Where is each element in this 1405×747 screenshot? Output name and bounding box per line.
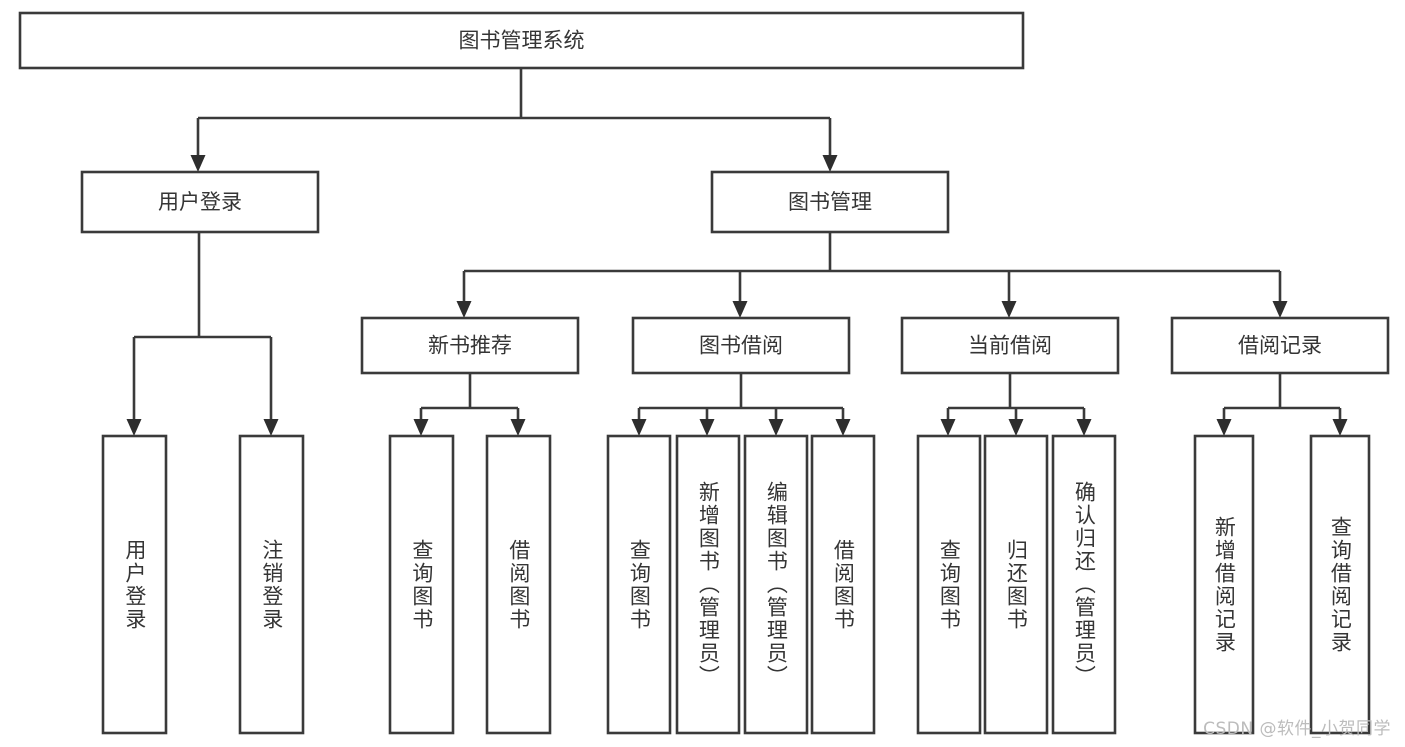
arrow-head-icon	[699, 419, 715, 436]
arrow-head-icon	[263, 419, 279, 436]
node-label-borrow-record: 借阅记录	[1238, 334, 1322, 358]
node-box-user-login[interactable]	[80, 170, 320, 234]
node-label-user-login: 用户登录	[158, 190, 242, 214]
node-box-leaf-user-login[interactable]	[101, 434, 168, 735]
node-box-leaf-edit-book[interactable]	[743, 434, 809, 735]
arrow-head-icon	[1076, 419, 1092, 436]
node-box-leaf-return-book[interactable]	[983, 434, 1049, 735]
node-label-book-management: 图书管理	[788, 190, 872, 214]
node-box-leaf-query-borrow-record[interactable]	[1309, 434, 1371, 735]
arrow-head-icon	[1272, 301, 1288, 318]
node-box-current-borrow[interactable]	[900, 316, 1120, 375]
arrow-head-icon	[1216, 419, 1232, 436]
arrow-head-icon	[940, 419, 956, 436]
node-box-leaf-query-book-3[interactable]	[916, 434, 982, 735]
node-box-new-book-recommend[interactable]	[360, 316, 580, 375]
connector-lines	[126, 68, 1348, 436]
node-box-leaf-borrow-book-1[interactable]	[485, 434, 552, 735]
arrow-head-icon	[1001, 301, 1017, 318]
node-box-leaf-borrow-book-2[interactable]	[810, 434, 876, 735]
node-box-leaf-add-borrow-record[interactable]	[1193, 434, 1255, 735]
arrow-head-icon	[631, 419, 647, 436]
node-box-leaf-logout-login[interactable]	[238, 434, 305, 735]
node-box-leaf-query-book-1[interactable]	[388, 434, 455, 735]
arrow-head-icon	[190, 155, 206, 172]
arrow-head-icon	[1008, 419, 1024, 436]
node-label-current-borrow: 当前借阅	[968, 334, 1052, 358]
node-boxes	[18, 11, 1390, 735]
node-box-leaf-add-book[interactable]	[675, 434, 741, 735]
node-label-book-borrow: 图书借阅	[699, 334, 783, 358]
arrow-head-icon	[1332, 419, 1348, 436]
arrow-head-icon	[126, 419, 142, 436]
arrow-head-icon	[822, 155, 838, 172]
arrow-head-icon	[732, 301, 748, 318]
arrow-head-icon	[413, 419, 429, 436]
arrow-head-icon	[456, 301, 472, 318]
node-box-book-management[interactable]	[710, 170, 950, 234]
watermark-text: CSDN @软件_小贺同学	[1203, 719, 1391, 739]
node-label-title: 图书管理系统	[459, 29, 585, 53]
node-box-leaf-confirm-return[interactable]	[1051, 434, 1117, 735]
arrow-head-icon	[510, 419, 526, 436]
arrow-head-icon	[768, 419, 784, 436]
node-box-title[interactable]	[18, 11, 1025, 70]
node-label-new-book-recommend: 新书推荐	[428, 334, 512, 358]
node-box-book-borrow[interactable]	[631, 316, 851, 375]
node-box-leaf-query-book-2[interactable]	[606, 434, 672, 735]
node-box-borrow-record[interactable]	[1170, 316, 1390, 375]
arrow-head-icon	[835, 419, 851, 436]
